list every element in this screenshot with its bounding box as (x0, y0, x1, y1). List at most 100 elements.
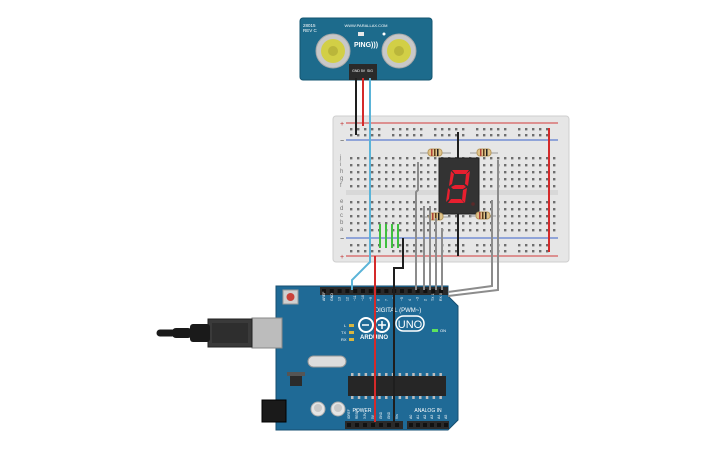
breadboard-hole[interactable] (434, 128, 437, 131)
breadboard-hole[interactable] (385, 157, 388, 160)
breadboard-hole[interactable] (406, 178, 409, 181)
breadboard-hole[interactable] (420, 215, 423, 218)
breadboard-hole[interactable] (392, 171, 395, 174)
breadboard-hole[interactable] (462, 134, 465, 137)
breadboard-hole[interactable] (427, 178, 430, 181)
breadboard-hole[interactable] (357, 178, 360, 181)
breadboard-hole[interactable] (518, 222, 521, 225)
breadboard-hole[interactable] (553, 171, 556, 174)
breadboard-hole[interactable] (427, 157, 430, 160)
breadboard-hole[interactable] (385, 185, 388, 188)
breadboard-hole[interactable] (518, 215, 521, 218)
breadboard-hole[interactable] (455, 222, 458, 225)
breadboard-hole[interactable] (546, 128, 549, 131)
breadboard-hole[interactable] (371, 201, 374, 204)
breadboard-hole[interactable] (518, 201, 521, 204)
breadboard-hole[interactable] (399, 164, 402, 167)
breadboard-hole[interactable] (525, 222, 528, 225)
breadboard-hole[interactable] (539, 157, 542, 160)
breadboard-hole[interactable] (504, 244, 507, 247)
breadboard-hole[interactable] (420, 185, 423, 188)
breadboard-hole[interactable] (525, 185, 528, 188)
breadboard-hole[interactable] (511, 229, 514, 232)
breadboard-hole[interactable] (483, 208, 486, 211)
breadboard-hole[interactable] (399, 250, 402, 253)
breadboard-hole[interactable] (525, 171, 528, 174)
analog-pin-slot[interactable] (416, 423, 420, 427)
breadboard-hole[interactable] (399, 208, 402, 211)
breadboard-hole[interactable] (476, 134, 479, 137)
breadboard-hole[interactable] (350, 244, 353, 247)
breadboard-hole[interactable] (434, 164, 437, 167)
breadboard-hole[interactable] (392, 244, 395, 247)
breadboard-hole[interactable] (357, 250, 360, 253)
breadboard-hole[interactable] (504, 178, 507, 181)
breadboard-hole[interactable] (420, 134, 423, 137)
breadboard-hole[interactable] (539, 171, 542, 174)
breadboard-hole[interactable] (539, 208, 542, 211)
breadboard-hole[interactable] (399, 222, 402, 225)
breadboard-hole[interactable] (511, 178, 514, 181)
breadboard-hole[interactable] (406, 164, 409, 167)
breadboard-hole[interactable] (364, 134, 367, 137)
breadboard-hole[interactable] (525, 250, 528, 253)
analog-pin-slot[interactable] (423, 423, 427, 427)
breadboard-hole[interactable] (476, 229, 479, 232)
breadboard-hole[interactable] (413, 229, 416, 232)
breadboard-hole[interactable] (371, 244, 374, 247)
breadboard-hole[interactable] (441, 134, 444, 137)
breadboard-hole[interactable] (413, 215, 416, 218)
breadboard-hole[interactable] (364, 208, 367, 211)
breadboard-hole[interactable] (371, 178, 374, 181)
breadboard-hole[interactable] (399, 178, 402, 181)
breadboard-hole[interactable] (490, 134, 493, 137)
breadboard-hole[interactable] (518, 185, 521, 188)
breadboard-hole[interactable] (532, 201, 535, 204)
breadboard-hole[interactable] (532, 128, 535, 131)
breadboard-hole[interactable] (553, 222, 556, 225)
breadboard-hole[interactable] (378, 178, 381, 181)
breadboard-hole[interactable] (518, 171, 521, 174)
breadboard-hole[interactable] (539, 134, 542, 137)
breadboard-hole[interactable] (406, 222, 409, 225)
breadboard-hole[interactable] (392, 157, 395, 160)
breadboard-hole[interactable] (455, 215, 458, 218)
breadboard-hole[interactable] (539, 244, 542, 247)
breadboard-hole[interactable] (399, 134, 402, 137)
breadboard-hole[interactable] (504, 222, 507, 225)
breadboard-hole[interactable] (546, 229, 549, 232)
breadboard-hole[interactable] (385, 178, 388, 181)
breadboard-hole[interactable] (378, 208, 381, 211)
wire-green-jumpers[interactable] (379, 224, 399, 248)
breadboard-hole[interactable] (364, 201, 367, 204)
breadboard-hole[interactable] (511, 157, 514, 160)
breadboard-hole[interactable] (532, 164, 535, 167)
breadboard-hole[interactable] (357, 208, 360, 211)
breadboard-hole[interactable] (546, 222, 549, 225)
breadboard-hole[interactable] (546, 201, 549, 204)
breadboard-hole[interactable] (441, 222, 444, 225)
breadboard-hole[interactable] (504, 171, 507, 174)
breadboard-hole[interactable] (504, 134, 507, 137)
breadboard-hole[interactable] (546, 250, 549, 253)
breadboard-hole[interactable] (532, 208, 535, 211)
breadboard-hole[interactable] (434, 185, 437, 188)
power-pin-slot[interactable] (395, 423, 399, 427)
breadboard-hole[interactable] (532, 134, 535, 137)
digital-pin-slot[interactable] (384, 289, 389, 293)
breadboard-hole[interactable] (399, 128, 402, 131)
breadboard-hole[interactable] (364, 244, 367, 247)
breadboard-hole[interactable] (532, 244, 535, 247)
breadboard-hole[interactable] (420, 244, 423, 247)
breadboard-hole[interactable] (385, 215, 388, 218)
breadboard-hole[interactable] (518, 178, 521, 181)
breadboard-hole[interactable] (350, 171, 353, 174)
breadboard-hole[interactable] (392, 164, 395, 167)
breadboard-hole[interactable] (350, 185, 353, 188)
breadboard-hole[interactable] (378, 222, 381, 225)
breadboard-hole[interactable] (504, 208, 507, 211)
breadboard-hole[interactable] (448, 229, 451, 232)
breadboard-hole[interactable] (399, 229, 402, 232)
breadboard-hole[interactable] (357, 185, 360, 188)
breadboard-hole[interactable] (406, 128, 409, 131)
